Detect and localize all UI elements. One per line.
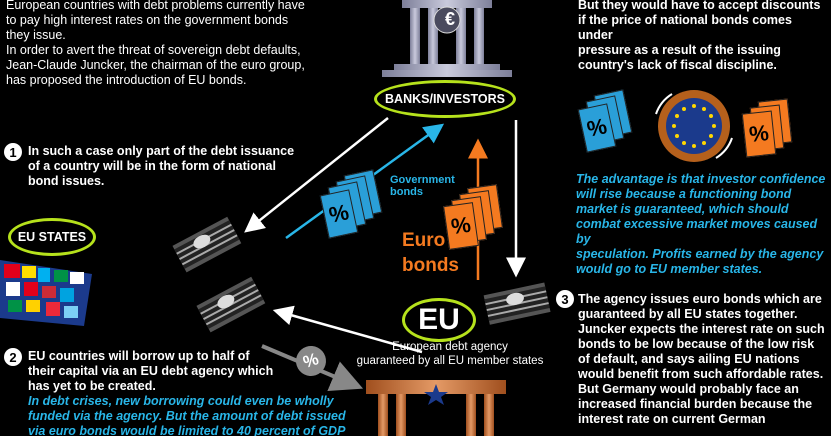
advantage-line: would go to EU member states. bbox=[576, 262, 763, 276]
bank-building-icon bbox=[382, 0, 512, 77]
step-2-line: their capital via an EU debt agency whic… bbox=[28, 364, 274, 378]
euro-coin-icon bbox=[655, 90, 733, 162]
step-3-line: bonds to be low because of the low risk bbox=[578, 337, 815, 351]
euro-bonds-line: bonds bbox=[402, 255, 459, 276]
advantage-line: market is guaranteed, which should bbox=[576, 202, 789, 216]
eu-states-label: EU STATES bbox=[8, 218, 96, 256]
cash-pile-icon bbox=[172, 216, 242, 273]
step-3-line: increased financial burden because the bbox=[578, 397, 813, 411]
step-2-italic-line: via euro bonds would be limited to 40 pe… bbox=[28, 424, 346, 436]
banks-investors-label: BANKS/INVESTORS bbox=[374, 80, 516, 118]
advantage-line: speculation. Profits earned by the agenc… bbox=[576, 247, 824, 261]
step-3-line: interest rate on current German bbox=[578, 412, 766, 426]
eu-agency-label: EU bbox=[402, 298, 476, 342]
cash-pile-icon bbox=[483, 282, 551, 325]
intro-line: to pay high interest rates on the govern… bbox=[6, 13, 289, 27]
intro-line: European countries with debt problems cu… bbox=[6, 0, 305, 12]
banks-label-text: BANKS/INVESTORS bbox=[385, 92, 505, 106]
intro-text: European countries with debt problems cu… bbox=[6, 0, 336, 88]
step-2-number: 2 bbox=[4, 348, 22, 366]
discount-line: But they would have to accept discounts bbox=[578, 0, 821, 12]
step-2-italic-line: In debt crises, new borrowing could even… bbox=[28, 394, 334, 408]
intro-line: In order to avert the threat of sovereig… bbox=[6, 43, 301, 57]
step-3-line: of default, and says ailing EU nations bbox=[578, 352, 800, 366]
euro-bonds-label: Euro bonds bbox=[402, 228, 459, 278]
step-3-line: But Germany would probably face an bbox=[578, 382, 799, 396]
national-bonds-stack: % bbox=[577, 89, 633, 158]
step-3-line: Juncker expects the interest rate on suc… bbox=[578, 322, 825, 336]
gov-bonds-line: bonds bbox=[390, 186, 423, 198]
advantage-line: will rise because a functioning bond bbox=[576, 187, 792, 201]
step-1-text: In such a case only part of the debt iss… bbox=[28, 144, 308, 189]
bond-certificate: % bbox=[741, 110, 777, 158]
step-1-number: 1 bbox=[4, 143, 22, 161]
eu-flags-icon bbox=[0, 260, 92, 326]
step-1-line: bond issues. bbox=[28, 174, 105, 188]
advantage-text: The advantage is that investor confidenc… bbox=[576, 172, 831, 277]
step-3-number: 3 bbox=[556, 290, 574, 308]
eu-agency-line: guaranteed by all EU member states bbox=[356, 355, 544, 367]
step-1-line: In such a case only part of the debt iss… bbox=[28, 144, 295, 158]
euro-symbol: € bbox=[444, 9, 455, 29]
intro-line: they issue. bbox=[6, 28, 66, 42]
discount-text: But they would have to accept discounts … bbox=[578, 0, 828, 73]
step-2-text: EU countries will borrow up to half of t… bbox=[28, 349, 358, 436]
step-2-line: EU countries will borrow up to half of bbox=[28, 349, 250, 363]
percent-symbol: % bbox=[326, 199, 352, 228]
discount-line: pressure as a result of the issuing bbox=[578, 43, 781, 57]
eu-label-text: EU bbox=[418, 303, 460, 336]
eu-agency-building-icon bbox=[366, 380, 506, 436]
eu-agency-line: European debt agency bbox=[392, 341, 508, 353]
percent-symbol: % bbox=[584, 113, 610, 142]
gov-bonds-line: Government bbox=[390, 174, 455, 186]
step-3-text: The agency issues euro bonds which are g… bbox=[578, 292, 831, 427]
eu-states-text: EU STATES bbox=[17, 230, 87, 244]
step-2-italic-line: funded via the agency. But the amount of… bbox=[28, 409, 346, 423]
government-bonds-label: Government bonds bbox=[390, 174, 455, 198]
step-3-line: The agency issues euro bonds which are bbox=[578, 292, 822, 306]
euro-bonds-line: Euro bbox=[402, 230, 446, 251]
government-bonds-stack: % bbox=[319, 169, 383, 242]
step-3-line: would benefit from such affordable rates… bbox=[578, 367, 824, 381]
intro-line: Jean-Claude Juncker, the chairman of the… bbox=[6, 58, 305, 72]
advantage-line: combat excessive market moves caused by bbox=[576, 217, 818, 246]
intro-line: has proposed the introduction of EU bond… bbox=[6, 73, 247, 87]
advantage-line: The advantage is that investor confidenc… bbox=[576, 172, 826, 186]
euro-bonds-stack-right: % bbox=[741, 98, 794, 166]
step-3-line: guaranteed by all EU states together. bbox=[578, 307, 798, 321]
percent-symbol: % bbox=[747, 120, 770, 147]
eu-agency-description: European debt agency guaranteed by all E… bbox=[350, 340, 550, 368]
step-2-line: has yet to be created. bbox=[28, 379, 156, 393]
discount-line: if the price of national bonds comes und… bbox=[578, 13, 792, 42]
cash-pile-icon bbox=[196, 276, 266, 333]
step-1-line: of a country will be in the form of nati… bbox=[28, 159, 276, 173]
discount-line: country's lack of fiscal discipline. bbox=[578, 58, 777, 72]
